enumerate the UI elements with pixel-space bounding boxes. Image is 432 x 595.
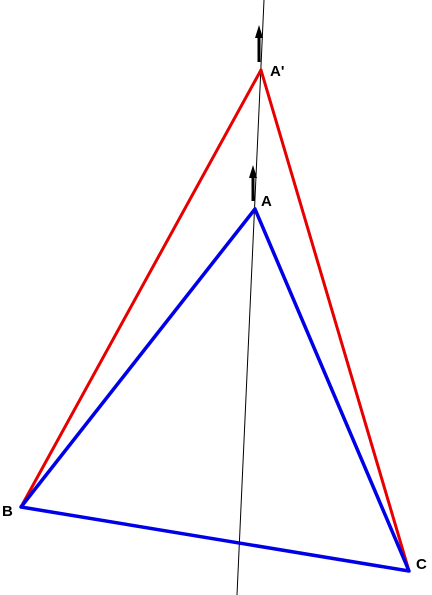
label-b: B	[2, 503, 13, 520]
red-side-a-prime-c	[259, 68, 411, 573]
blue-triangle-abc	[19, 207, 411, 573]
arrow-a-icon	[249, 165, 257, 201]
label-a-prime: A'	[270, 63, 284, 80]
label-c: C	[416, 556, 427, 573]
arrow-a-prime-icon	[255, 25, 263, 62]
label-a: A	[261, 193, 272, 210]
guide-line	[236, 0, 265, 595]
red-side-a-prime-b	[19, 68, 263, 509]
